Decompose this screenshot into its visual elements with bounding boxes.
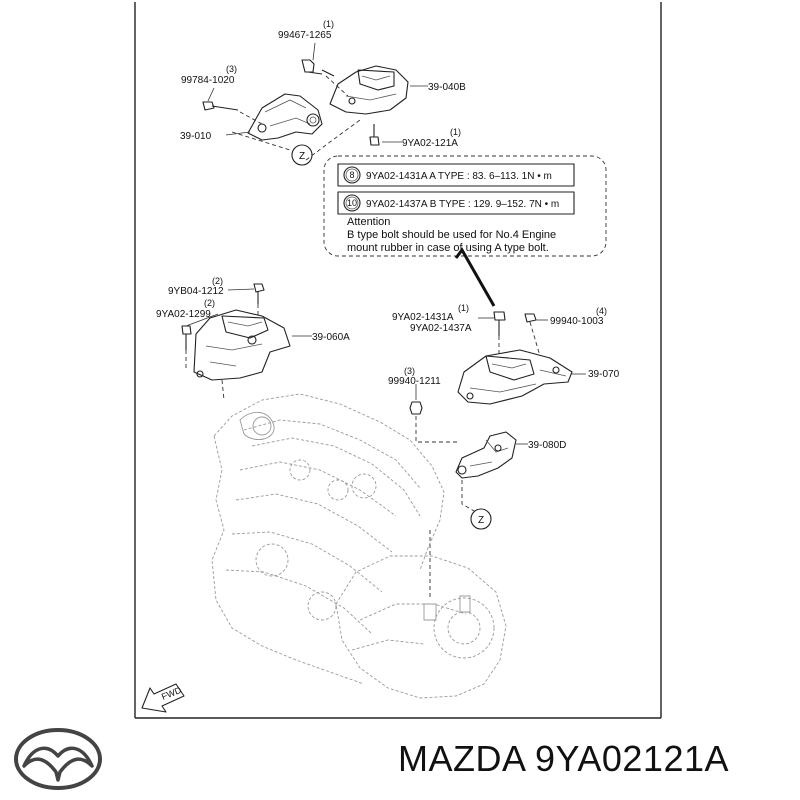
label-9ya02-1431a: 9YA02-1431A [392,312,454,323]
bolt-99784 [202,101,239,111]
label-39-080d: 39-080D [528,440,566,451]
label-9ya02-1299: 9YA02-1299 [156,309,211,320]
label-39-070: 39-070 [588,369,620,380]
label-9ya02-1437a: 9YA02-1437A [410,323,472,334]
bolt-99467 [301,59,335,77]
part-number-title: MAZDA 9YA02121A [398,738,730,779]
label-9ya02-121a: 9YA02-121A [402,138,458,149]
label-num-99784: (3) [226,64,237,74]
note-bolt-size-10: 10 [347,198,357,208]
label-9yb04-1212: 9YB04-1212 [168,286,224,297]
right-mount-assembly [409,311,586,600]
callout-z-bottom-letter: Z [478,515,484,526]
label-99940-1003: 99940-1003 [550,316,604,327]
top-mount-assembly [202,42,428,161]
label-num-99940-1211: (3) [404,366,415,376]
note-row-b-type: 9YA02-1437A B TYPE : 129. 9–152. 7N • m [366,199,559,210]
label-99467-1265: 99467-1265 [278,30,332,41]
nut-9yb04-1212 [253,283,265,304]
left-mount-assembly [181,283,312,401]
nut-99940-1211 [409,401,423,415]
torque-note-box: 8 9YA02-1431A A TYPE : 83. 6–113. 1N • m… [323,155,607,257]
callout-z-bottom: Z [470,508,492,530]
label-39-010: 39-010 [180,131,212,142]
label-num-9ya02-1431a: (1) [458,303,469,313]
label-num-99940-1003: (4) [596,306,607,316]
nut-99940-1003 [524,313,537,323]
label-num-9ya02-1299: (2) [204,298,215,308]
bolt-9ya02-121a [369,124,380,146]
label-num-9yb04: (2) [212,276,223,286]
callout-z-top: Z [291,144,313,166]
fwd-arrow: FWD [141,683,185,713]
label-99940-1211: 99940-1211 [388,376,441,387]
note-pointer [454,247,496,307]
note-row-a-type: 9YA02-1431A A TYPE : 83. 6–113. 1N • m [366,171,552,182]
label-39-040b: 39-040B [428,82,466,93]
callout-z-top-letter: Z [299,151,305,162]
note-attention-heading: Attention [347,216,390,228]
fwd-label: FWD [160,685,183,702]
mazda-logo [14,728,102,790]
engine-outline [211,393,507,699]
label-99784-1020: 99784-1020 [181,75,235,86]
bolt-9ya02-1299 [181,325,192,350]
note-bolt-size-8: 8 [349,170,354,180]
note-attention-line-1: B type bolt should be used for No.4 Engi… [347,229,556,241]
note-attention-line-2: mount rubber in case of using A type bol… [347,242,549,254]
label-39-060a: 39-060A [312,332,350,343]
bolt-9ya02-1431a [493,311,506,336]
label-num-9ya02-121a: (1) [450,127,461,137]
label-num-99467: (1) [323,19,334,29]
